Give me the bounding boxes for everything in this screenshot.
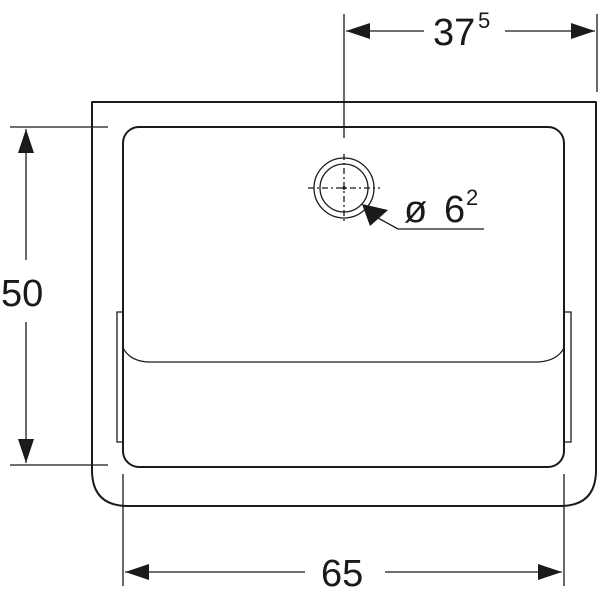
drain-offset-dimension: 37 5 [343,8,598,138]
dimension-arrowhead [346,23,370,39]
drain-offset-superscript: 5 [478,8,490,33]
dimension-arrowhead [18,129,34,153]
leader-arrowhead [362,204,388,226]
dimension-arrowhead [538,564,562,580]
depth-dimension: 50 [1,126,108,466]
sink-outer-outline [91,101,597,507]
dimension-arrowhead [18,439,34,463]
width-dimension: 65 [122,474,565,595]
drain-offset-value: 37 [433,12,475,54]
drain-diameter-value: 6 [444,189,465,231]
drain-diameter-symbol: ø [404,189,427,231]
basin-slope-line [122,347,565,363]
drain-diameter-superscript: 2 [466,185,478,210]
width-value: 65 [321,553,363,595]
dimension-arrowhead [125,564,149,580]
drain-diameter-dimension: ø 6 2 [362,185,484,231]
right-side-ledge [564,311,572,443]
left-side-ledge [116,311,123,443]
drain-hole [308,154,380,222]
depth-value: 50 [1,273,43,315]
dimension-arrowhead [571,23,595,39]
